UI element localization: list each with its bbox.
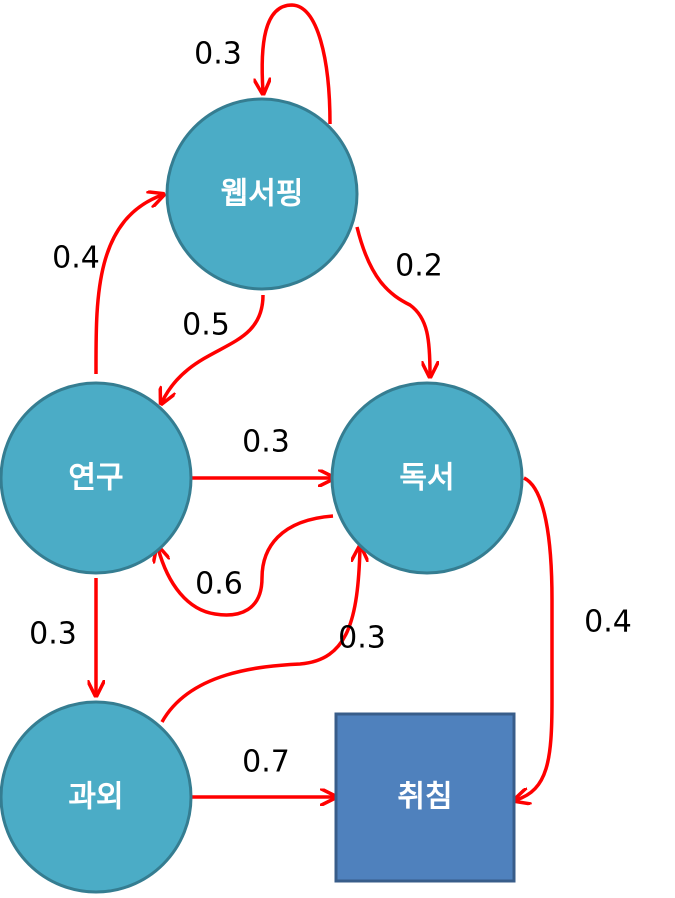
node-sleep: 취침 [334, 712, 516, 883]
edge-label-websurfing-self: 0.3 [194, 37, 242, 72]
edge-label-reading-to-sleep: 0.4 [584, 605, 632, 640]
edge-websurfing-to-research [162, 294, 265, 402]
edge-label-websurfing-to-research: 0.5 [182, 308, 230, 343]
edge-label-research-to-websurfing: 0.4 [52, 241, 100, 276]
edge-label-reading-to-research: 0.6 [195, 567, 243, 602]
node-tutoring: 과외 [0, 700, 193, 894]
edge-websurfing-to-reading [355, 226, 430, 375]
node-reading: 독서 [330, 381, 524, 575]
edge-reading-to-sleep [516, 476, 554, 800]
node-websurfing-label: 웹서핑 [221, 177, 304, 212]
edge-label-tutoring-to-sleep: 0.7 [242, 745, 290, 780]
node-tutoring-label: 과외 [68, 780, 123, 815]
edge-research-to-websurfing [94, 195, 162, 375]
edge-websurfing-self [262, 3, 332, 125]
node-research-label: 연구 [68, 461, 123, 496]
edge-reading-to-research [158, 514, 334, 617]
edge-label-tutoring-to-reading: 0.3 [338, 621, 386, 656]
node-reading-label: 독서 [399, 461, 454, 496]
node-websurfing: 웹서핑 [165, 97, 359, 291]
node-research: 연구 [0, 381, 193, 575]
edge-label-research-to-tutoring: 0.3 [29, 617, 77, 652]
node-sleep-label: 취침 [397, 780, 452, 815]
edge-tutoring-to-reading [160, 548, 360, 723]
edge-label-websurfing-to-reading: 0.2 [395, 249, 443, 284]
edge-label-research-to-reading: 0.3 [242, 425, 290, 460]
